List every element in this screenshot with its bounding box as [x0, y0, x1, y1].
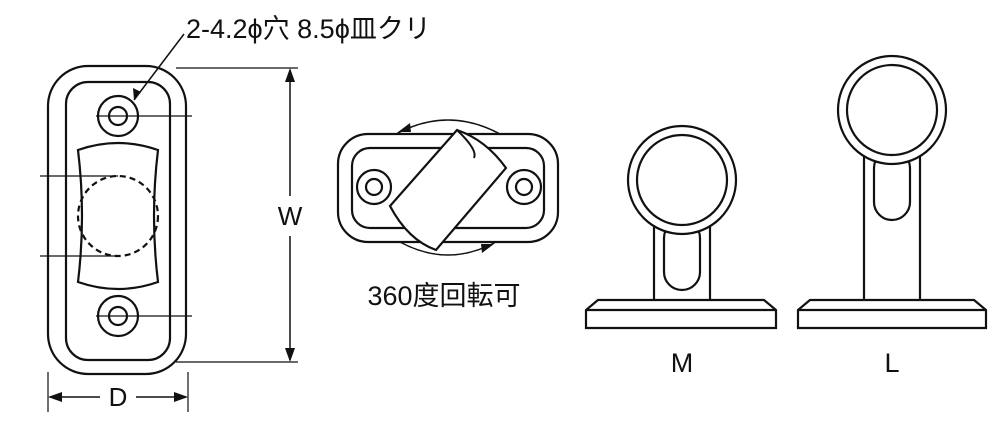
top-right-hole-inner — [514, 177, 534, 197]
front-centerlines — [40, 67, 298, 412]
l-base-plate — [796, 298, 988, 330]
rotation-arrow-top — [398, 123, 411, 132]
size-m-label: M — [671, 348, 694, 378]
top-plate-outer — [336, 132, 560, 244]
top-left-hole-outer — [355, 168, 393, 206]
dimension-d-label: D — [109, 382, 128, 412]
top-left-hole-inner — [364, 177, 384, 197]
top-right-hole-outer — [505, 168, 543, 206]
dimension-w: W — [278, 68, 303, 362]
rotation-arc-top — [395, 119, 501, 135]
side-view-m — [584, 124, 778, 330]
l-ring-inner — [845, 63, 939, 157]
l-stem — [862, 150, 922, 300]
hole-spec-leader — [133, 33, 185, 101]
m-ring-outer — [626, 124, 738, 236]
dimension-d: D — [48, 382, 188, 412]
top-saddle-rotated — [388, 128, 508, 252]
m-stem — [652, 222, 712, 300]
front-saddle — [76, 141, 160, 291]
dimension-w-label: W — [278, 201, 303, 231]
size-l-label: L — [884, 348, 899, 378]
front-plate-outer — [46, 64, 188, 376]
hole-spec-label: 2-4.2ϕ穴 8.5ϕ皿クリ — [186, 14, 431, 44]
top-saddle-edge — [456, 129, 476, 159]
m-ring-inner — [635, 133, 729, 227]
rotation-arrow-bottom — [481, 244, 494, 253]
front-plate-inner — [64, 80, 172, 362]
hole-spec-arrowhead — [133, 88, 141, 100]
side-view-l — [796, 54, 988, 330]
hidden-pipe-circle — [76, 174, 160, 258]
l-ring-outer — [836, 54, 948, 166]
rotation-note-label: 360度回転可 — [367, 281, 520, 311]
m-base-plate — [584, 298, 778, 330]
front-view — [46, 64, 188, 376]
